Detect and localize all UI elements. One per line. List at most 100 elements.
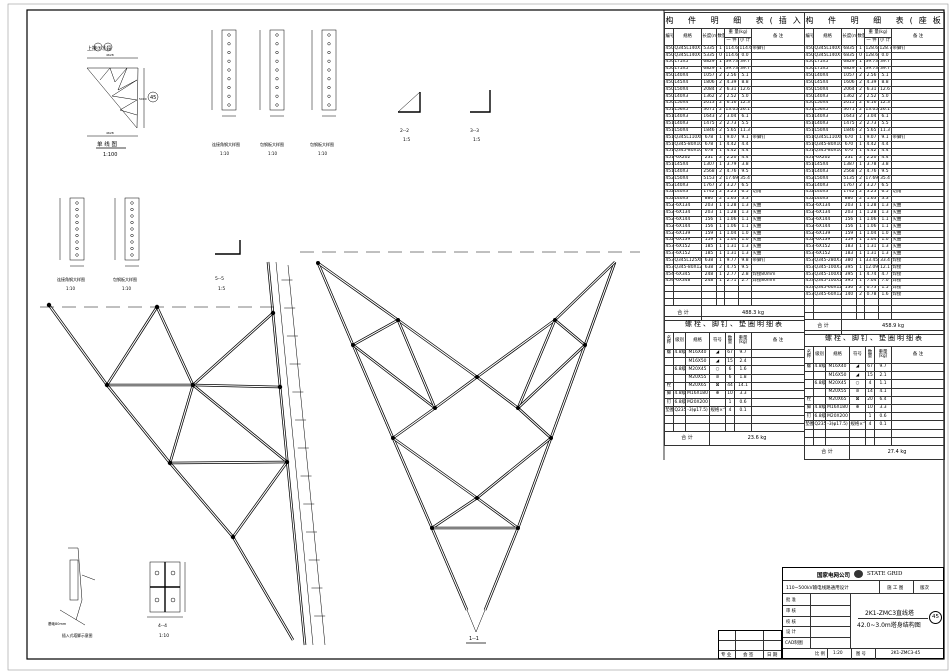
bolt-hole — [130, 214, 134, 218]
table-cell: 159 — [701, 236, 717, 245]
angle-member-inner — [517, 437, 552, 529]
table-cell: M20X200 — [825, 412, 850, 422]
table-cell: -6X134 — [813, 209, 842, 218]
plate-details — [59, 29, 421, 267]
role-cad: CAD制图 — [785, 641, 803, 646]
table-cell — [750, 195, 806, 204]
table-cell: 159 — [841, 229, 857, 238]
table-cell: 1742 — [701, 188, 717, 197]
table-cell: L40X3 — [813, 92, 842, 101]
table-cell: 2 — [856, 79, 865, 88]
table-row: 4508L40X3136222.525.0 — [804, 92, 946, 101]
table-cell: Q345-80X120 — [673, 264, 702, 272]
table-cell: 4.4 — [738, 154, 752, 163]
angle-member-inner — [106, 384, 171, 464]
dim-height: 5000 — [139, 97, 147, 101]
bolt-hole — [275, 103, 279, 107]
angle-member-inner — [156, 306, 194, 386]
table-cell: Q345-100X227 — [813, 277, 842, 286]
table-cell — [890, 311, 946, 320]
table-cell: 5335 — [701, 51, 717, 60]
table-row: 4512L40X3147522.735.5 — [804, 120, 946, 129]
table-cell: 重量(kg) — [734, 332, 752, 350]
table-title-row: 螺栓、脚钉、垫圈明细表 — [663, 316, 806, 333]
plate-outline — [221, 29, 237, 111]
table-cell: 4.42 — [724, 140, 739, 149]
table-cell: -6X152 — [813, 243, 842, 252]
table-cell: 1 — [856, 65, 865, 74]
table-cell: L45X4 — [673, 161, 702, 170]
table-cell: 1 — [716, 65, 725, 74]
table-cell: 一 件 — [864, 36, 879, 46]
table-cell: 3.27 — [864, 181, 879, 190]
table-cell: -6X345 — [673, 270, 702, 279]
table-cell — [890, 113, 946, 122]
table-cell: 火曲 — [750, 236, 806, 245]
detail4-scale: 1:10 — [66, 286, 75, 291]
table-cell: 12.6 — [878, 86, 892, 94]
bolt-hole — [327, 50, 331, 55]
table-cell: 2 — [856, 99, 865, 108]
table-cell: 185 — [701, 243, 717, 252]
table-cell — [750, 398, 806, 408]
table-cell — [750, 264, 806, 272]
detail2-scale: 1:10 — [268, 151, 277, 156]
table-cell: 4535 — [804, 277, 814, 286]
angle-member-inner — [476, 497, 519, 529]
table-cell: M16X40 — [825, 362, 850, 373]
table-cell: 1.06 — [864, 216, 879, 224]
table-cell: 1643 — [841, 113, 857, 122]
table-cell: 带脚钉 — [750, 45, 806, 53]
table-cell: 128.7 — [878, 45, 892, 53]
table-cell: 6835 — [841, 51, 857, 60]
table-cell: M20X45 — [685, 365, 710, 375]
table-cell: 140 — [841, 291, 857, 300]
bolt-hole — [75, 246, 79, 251]
table-cell: 合 计 — [804, 444, 850, 460]
table-cell: 20 — [865, 395, 875, 405]
table-cell: ⊠ — [709, 381, 726, 391]
table-cell: 3071 — [701, 106, 717, 115]
table-cell: 4.4 — [738, 140, 752, 149]
table-cell: 6.4 — [874, 395, 892, 405]
table-cell: 6.8级 — [813, 412, 826, 422]
table-cell: Q345-60X120 — [813, 291, 842, 300]
table-cell — [750, 348, 806, 359]
members-layer — [46, 261, 617, 646]
angle-member-inner — [431, 497, 478, 529]
countersign-discipline: 专 业 — [721, 653, 732, 658]
table-cell: 2 — [856, 181, 865, 190]
table-cell: 重量(kg) — [874, 346, 892, 364]
stage: 施 工 图 — [887, 586, 904, 591]
table-cell: 符号 — [849, 346, 866, 364]
table-cell: 2.73 — [864, 120, 879, 129]
table-row: 4522L40X3174223.236.5切角 — [664, 188, 806, 197]
table-cell: 39.7 — [878, 58, 892, 67]
table-cell: 33.4 — [878, 257, 892, 265]
bolt-hole — [227, 33, 231, 37]
bolt-hole — [275, 50, 279, 55]
table-cell: L45X4 — [813, 161, 842, 170]
table-cell: 6.5 — [878, 188, 892, 197]
table-cell: 1 — [856, 250, 865, 259]
table-cell: 4511 — [664, 113, 674, 122]
table-row: 4511L40X3164323.046.1 — [664, 113, 806, 122]
footing-detail — [59, 547, 186, 626]
angle-member-inner — [397, 319, 436, 409]
bolt-hole — [327, 33, 331, 37]
table-cell: 1806 — [701, 79, 717, 88]
drawing-no-label: 图 号 — [856, 652, 866, 657]
table-cell: 231 — [841, 154, 857, 163]
table-cell: 1742 — [841, 188, 857, 197]
table-cell: L40X3 — [673, 120, 702, 129]
table-cell: 0.6 — [874, 412, 892, 422]
